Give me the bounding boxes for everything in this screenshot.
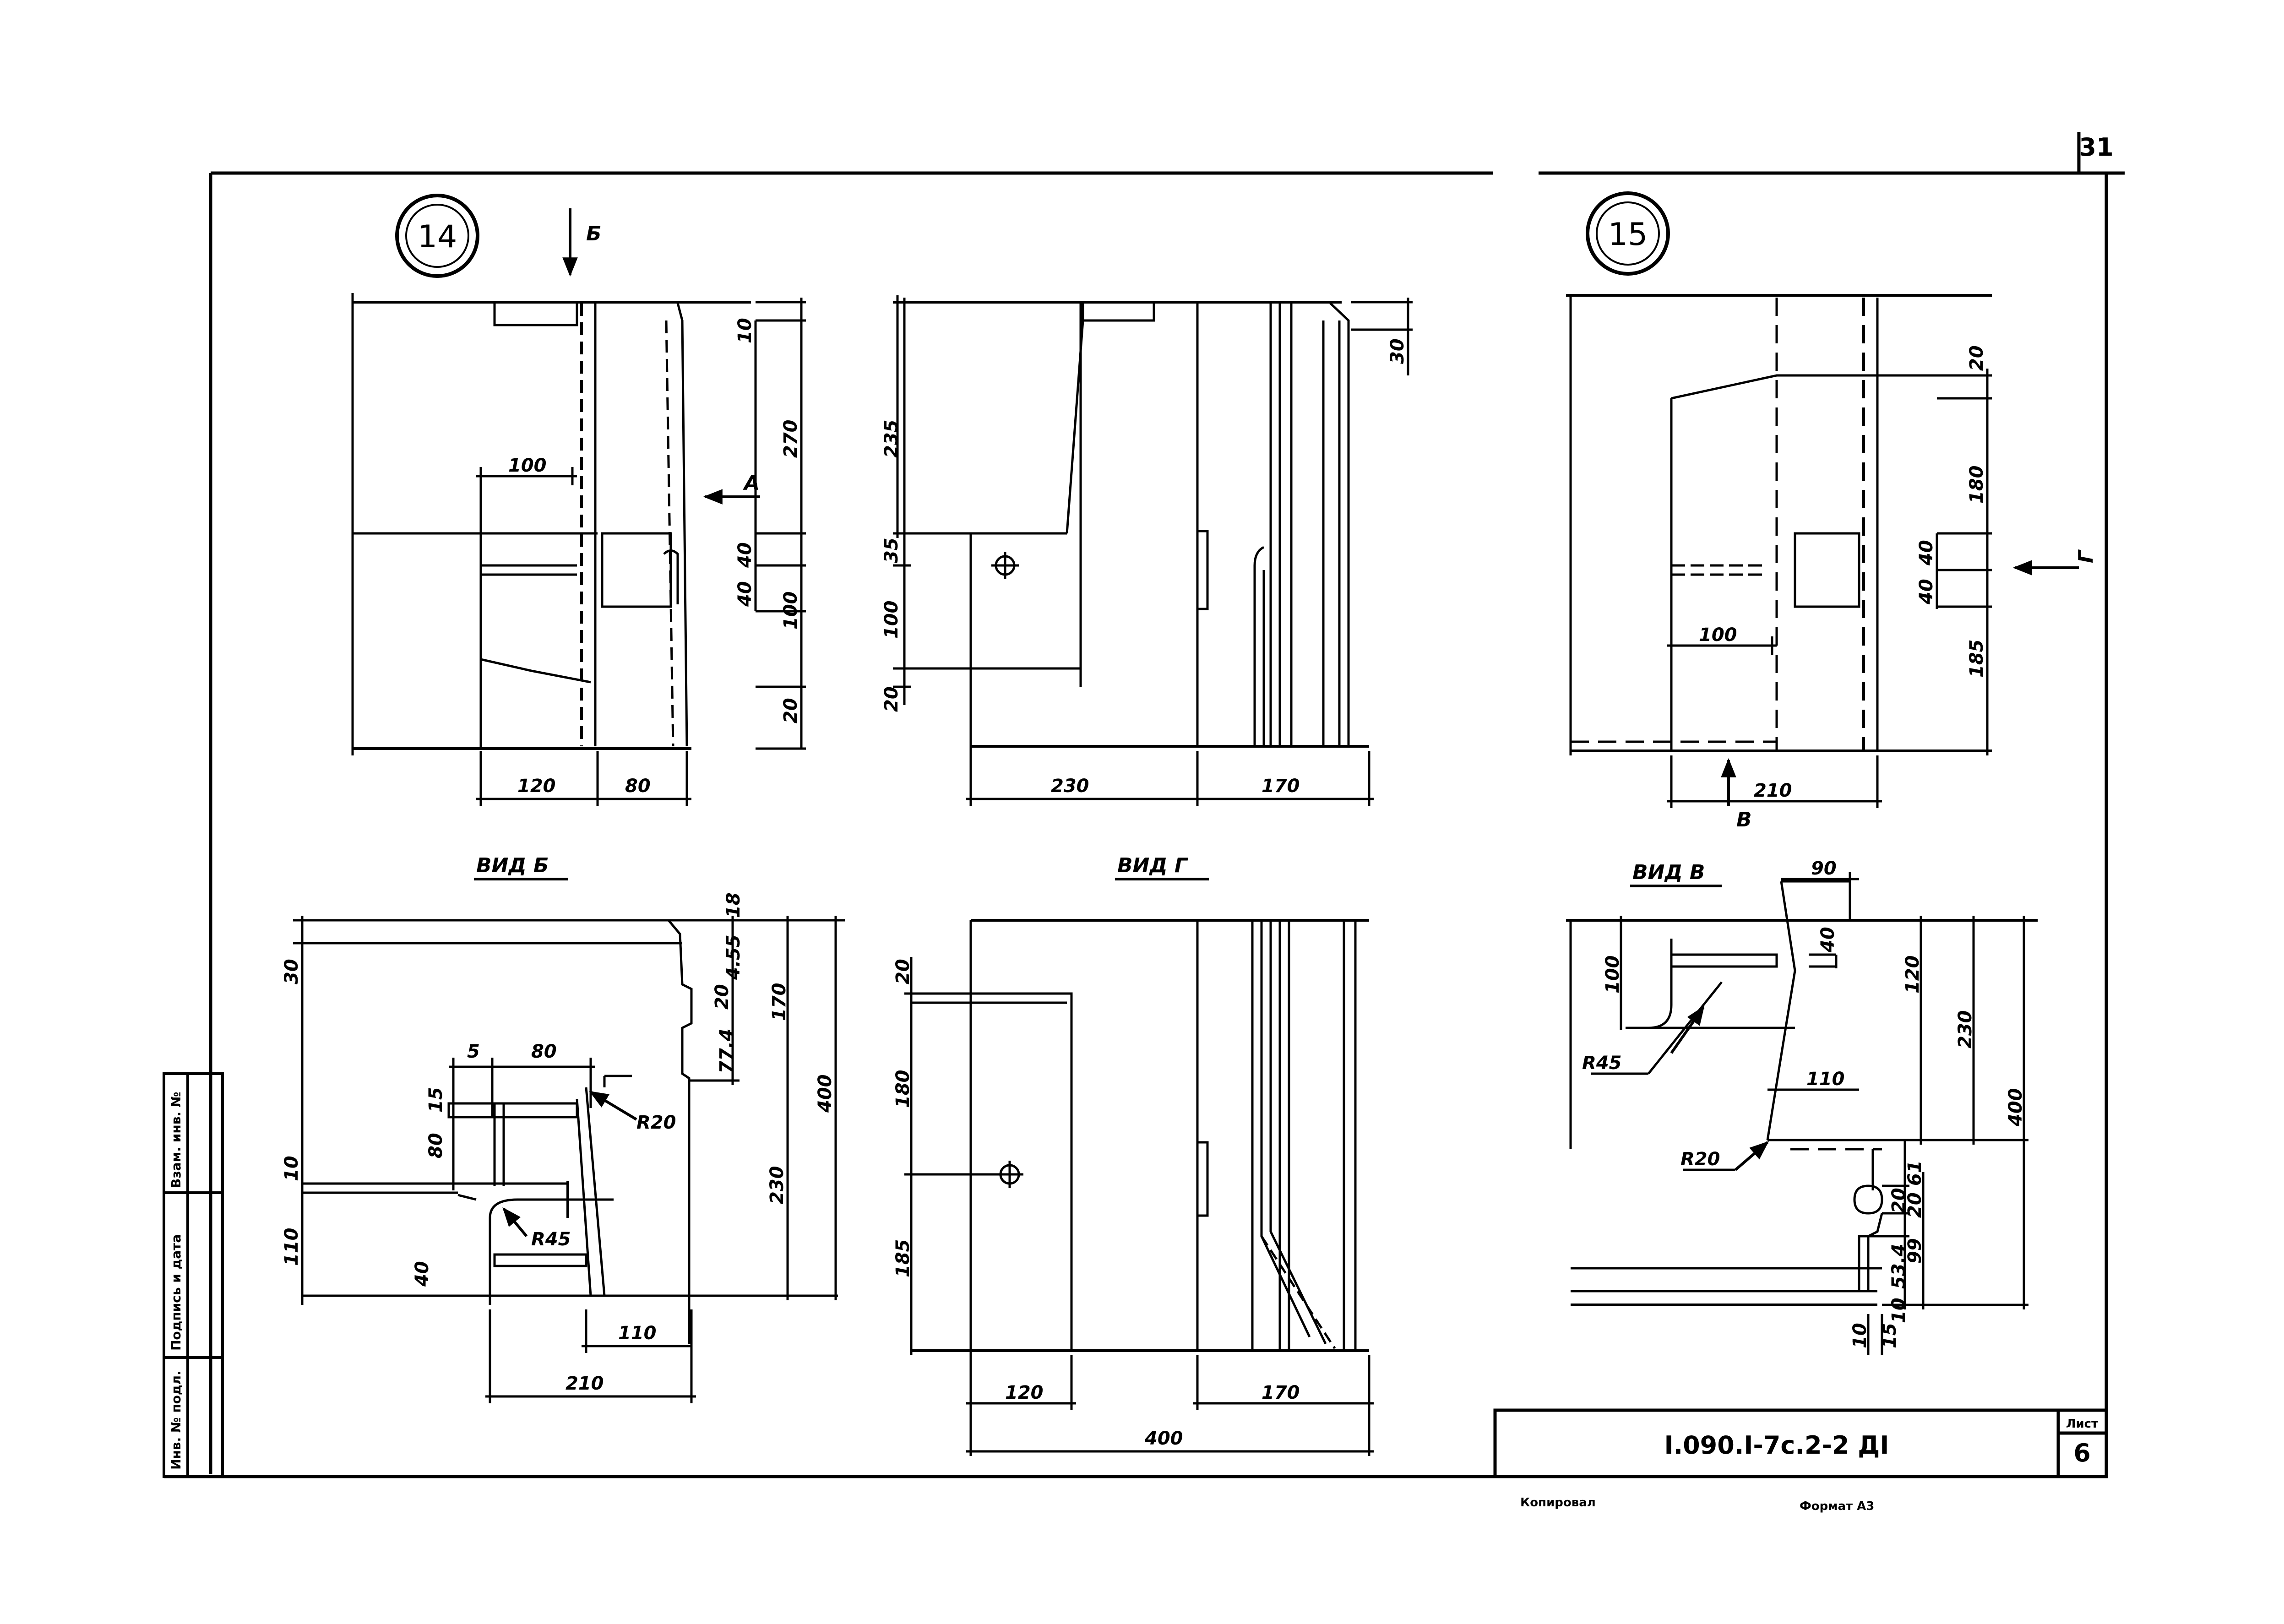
sheet-frame	[164, 132, 2125, 1478]
vb-dim-40: 40	[412, 1261, 433, 1287]
d15-dim-100: 100	[1699, 625, 1737, 646]
vb-dim-30: 30	[281, 959, 302, 984]
sheet-label: Лист	[2066, 1417, 2098, 1431]
vv-dim-20-b: 20	[1904, 1192, 1925, 1218]
vv-dim-40: 40	[1817, 927, 1838, 953]
d14-dim-20: 20	[780, 698, 801, 723]
va-dim-230: 230	[1051, 776, 1089, 797]
stamp-inv-podl: Инв. № подл.	[169, 1370, 184, 1470]
vb-dim-170: 170	[769, 983, 790, 1021]
vv-dim-10-b: 10	[1849, 1323, 1871, 1348]
d14-dim-270: 270	[780, 420, 801, 458]
vv-dim-53-4: 53.4	[1888, 1244, 1909, 1289]
stamp-vzam-inv: Взам. инв. №	[169, 1092, 184, 1188]
page-number: 31	[2079, 133, 2113, 162]
vv-dim-100: 100	[1602, 956, 1623, 994]
vv-dim-400: 400	[2005, 1088, 2026, 1127]
d14-dim-100-side: 100	[780, 592, 801, 630]
vb-dim-77-4: 77.4	[716, 1028, 737, 1074]
va-dim-35: 35	[881, 538, 902, 563]
vg-dim-170: 170	[1262, 1382, 1300, 1403]
view-v-title: ВИД В	[1632, 861, 1705, 884]
vv-dim-120: 120	[1902, 956, 1923, 994]
view-a-drawing	[893, 295, 1413, 806]
d14-dim-100-top: 100	[508, 455, 547, 476]
view-v-drawing	[1566, 872, 2038, 1355]
va-dim-20: 20	[881, 686, 902, 712]
detail-14-number: 14	[418, 219, 457, 255]
vv-dim-99: 99	[1904, 1238, 1925, 1264]
vb-dim-210: 210	[566, 1373, 604, 1394]
vb-dim-400: 400	[815, 1075, 836, 1113]
va-dim-235: 235	[881, 420, 902, 458]
vv-dim-15: 15	[1879, 1323, 1900, 1348]
d15-dim-20: 20	[1966, 345, 1987, 371]
vv-dim-20-a: 20	[1888, 1188, 1909, 1213]
d15-dim-180: 180	[1966, 466, 1987, 504]
detail-15-number: 15	[1608, 217, 1648, 253]
vb-dim-80-side: 80	[425, 1133, 446, 1158]
detail-14-marker: 14	[395, 194, 479, 278]
vg-dim-20: 20	[892, 959, 914, 984]
vv-dim-r20: R20	[1680, 1149, 1720, 1170]
vb-dim-110-side: 110	[281, 1228, 302, 1266]
vg-dim-120: 120	[1005, 1382, 1044, 1403]
vb-dim-15: 15	[425, 1087, 446, 1113]
vb-dim-r20: R20	[636, 1112, 676, 1133]
d14-dim-10: 10	[734, 318, 756, 343]
vv-dim-61: 61	[1904, 1160, 1925, 1186]
vv-dim-r45: R45	[1582, 1053, 1621, 1074]
va-dim-30: 30	[1387, 338, 1408, 364]
vb-dim-10: 10	[281, 1156, 302, 1181]
vv-dim-90: 90	[1811, 858, 1837, 879]
vg-dim-180: 180	[892, 1070, 914, 1108]
detail-14-drawing	[351, 208, 806, 806]
detail-14-arrow-b: Б	[586, 222, 602, 245]
d15-arrow-v: В	[1736, 808, 1752, 831]
view-g-drawing	[904, 919, 1374, 1456]
view-b-drawing	[293, 916, 845, 1403]
d15-dim-40-b: 40	[1916, 579, 1937, 605]
vb-dim-18: 18	[723, 892, 744, 918]
vv-dim-10-a: 10	[1888, 1298, 1909, 1323]
view-b-title: ВИД Б	[476, 854, 549, 877]
d15-dim-210: 210	[1754, 780, 1792, 801]
d14-dim-40-b: 40	[734, 581, 756, 607]
d14-dim-120: 120	[517, 776, 556, 797]
d14-dim-40-a: 40	[734, 542, 756, 568]
copied-label: Копировал	[1520, 1496, 1596, 1510]
detail-15-drawing	[1566, 294, 2079, 808]
d15-dim-40-a: 40	[1916, 540, 1937, 566]
document-code: I.090.I-7c.2-2 ДI	[1664, 1431, 1889, 1460]
d14-dim-80: 80	[625, 776, 651, 797]
vv-dim-230: 230	[1955, 1010, 1976, 1049]
vv-dim-110: 110	[1806, 1069, 1845, 1090]
vg-dim-185: 185	[892, 1239, 914, 1278]
vb-dim-4-55: 4.55	[723, 934, 744, 980]
d15-arrow-g: Г	[2074, 549, 2098, 563]
vb-dim-110-bottom: 110	[618, 1323, 657, 1344]
d15-dim-185: 185	[1966, 640, 1987, 678]
detail-15-marker: 15	[1586, 191, 1670, 276]
va-dim-170: 170	[1262, 776, 1300, 797]
vb-dim-80-top: 80	[531, 1041, 557, 1062]
vb-dim-230: 230	[767, 1166, 788, 1205]
vb-dim-r45: R45	[531, 1229, 571, 1250]
view-g-title: ВИД Г	[1117, 854, 1188, 877]
detail-14-arrow-a: А	[743, 472, 760, 495]
binding-stamp	[163, 1072, 224, 1478]
stamp-signature-date: Подпись и дата	[169, 1234, 184, 1351]
format-label: Формат А3	[1800, 1499, 1874, 1513]
vb-dim-5: 5	[467, 1041, 480, 1062]
va-dim-100: 100	[881, 601, 902, 639]
title-block	[1493, 1408, 2108, 1478]
sheet-number: 6	[2073, 1439, 2091, 1467]
vg-dim-400: 400	[1144, 1428, 1183, 1449]
vb-dim-20: 20	[712, 984, 733, 1010]
